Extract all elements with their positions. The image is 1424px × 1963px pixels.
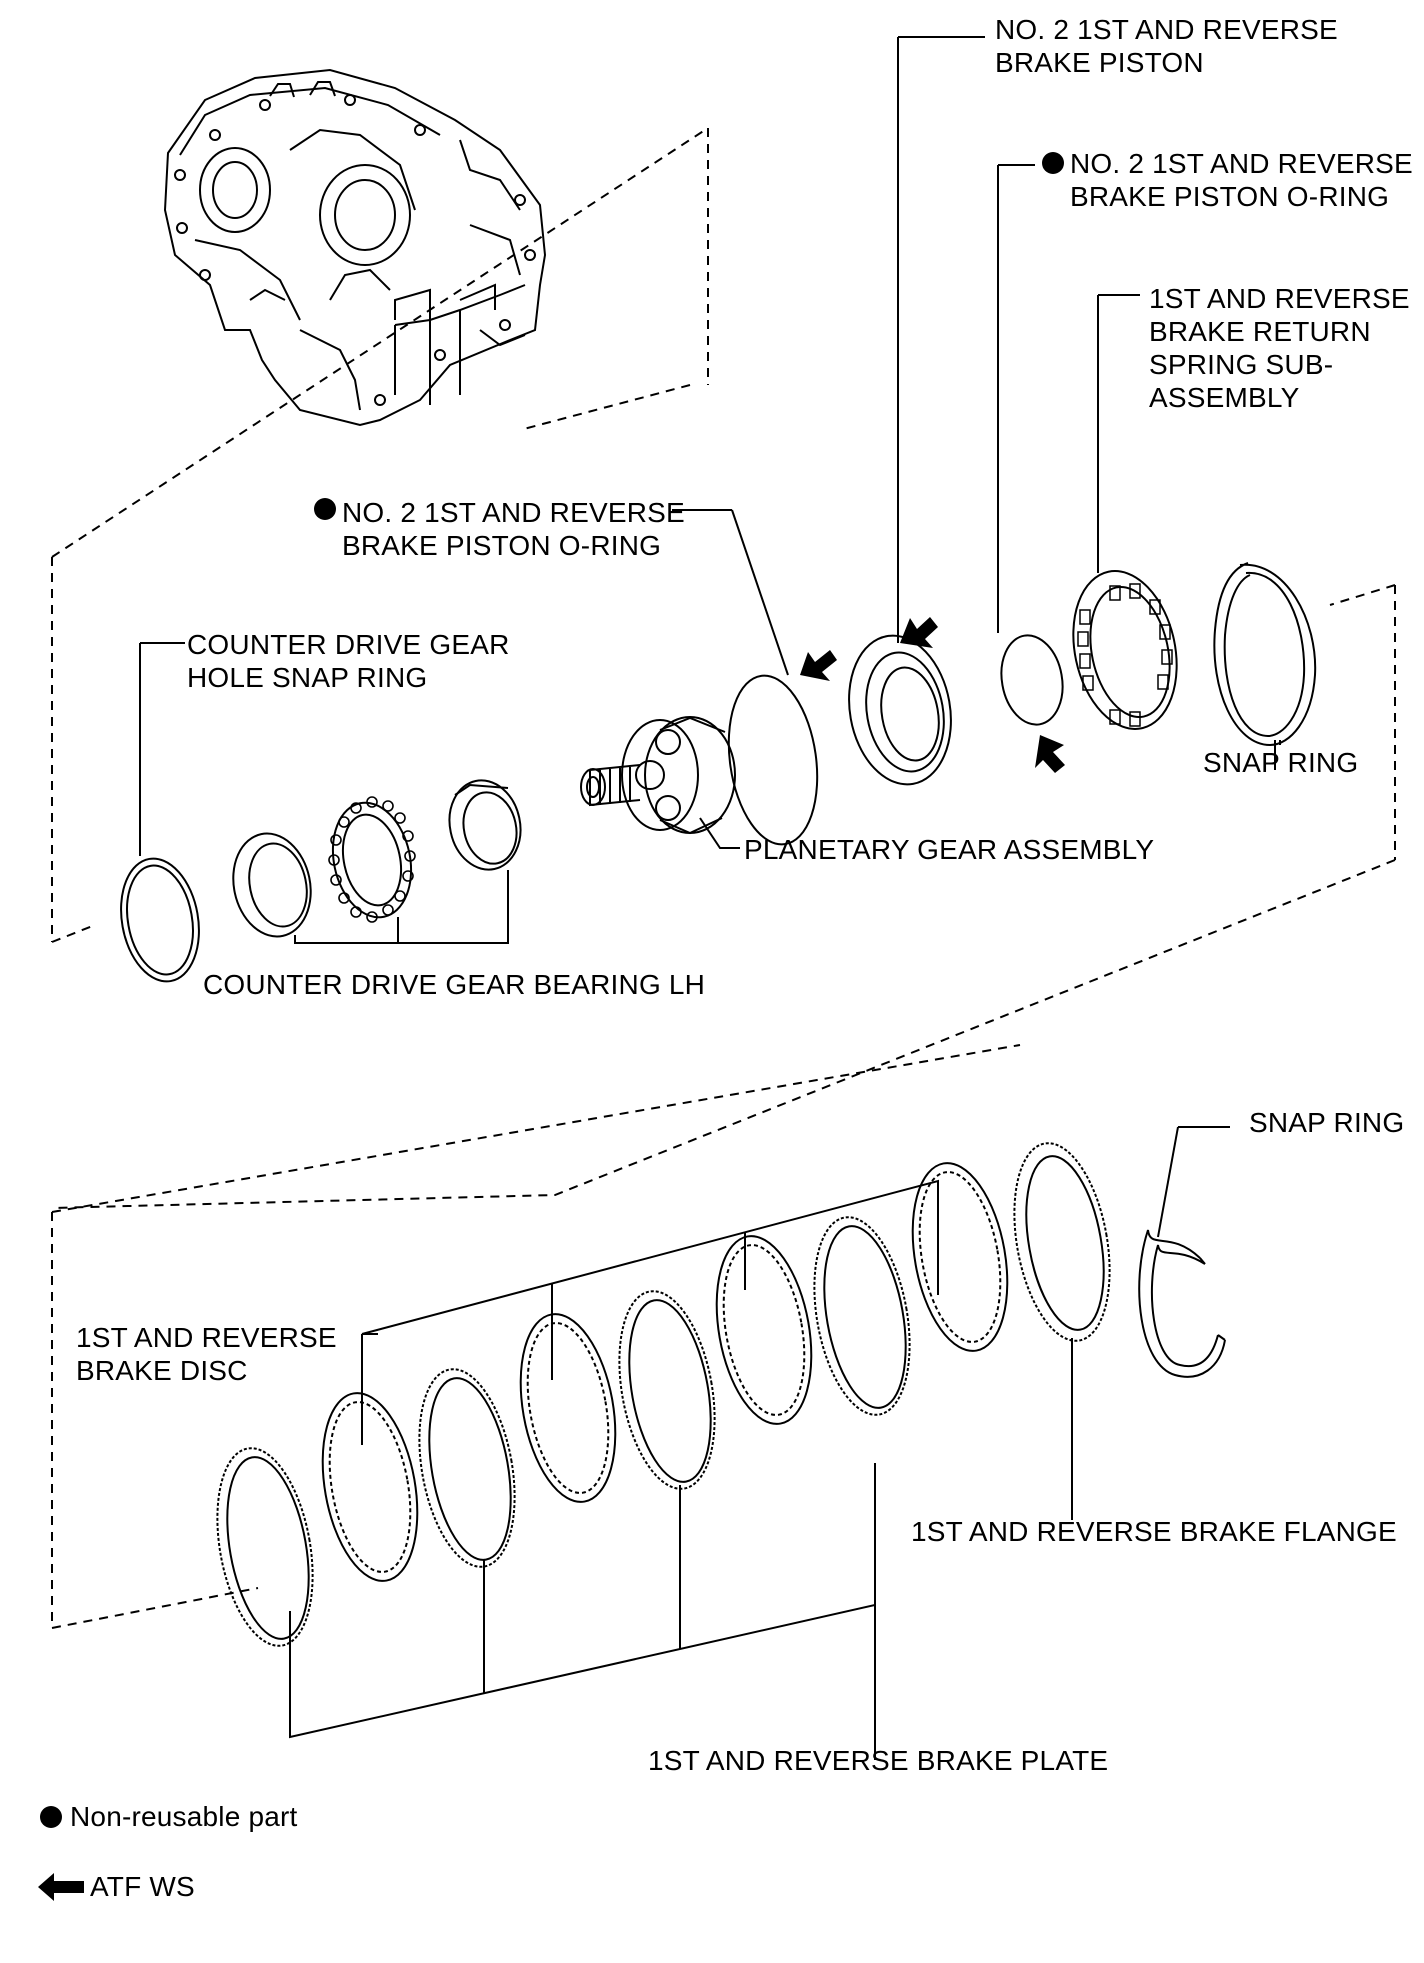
- label-snap-ring-upper: SNAP RING: [1203, 747, 1359, 778]
- brake-plate-2-drawing: [418, 1368, 516, 1568]
- atf-arrow-oring: [800, 650, 837, 681]
- legend-non-reusable-text: Non-reusable part: [70, 1801, 298, 1832]
- brake-plate-4-drawing: [813, 1216, 911, 1416]
- no2-brake-piston-drawing: [848, 634, 952, 786]
- return-spring-sub-assembly-drawing: [1072, 570, 1178, 730]
- legend-atf-text: ATF WS: [90, 1871, 195, 1902]
- brake-plate-1-drawing: [216, 1447, 314, 1647]
- label-brake-plate: 1ST AND REVERSE BRAKE PLATE: [648, 1745, 1109, 1776]
- brake-disc-1-drawing: [321, 1392, 419, 1582]
- non-reusable-marker: [314, 498, 336, 520]
- brake-plate-3-drawing: [618, 1290, 716, 1490]
- label-planetary-gear-assembly: PLANETARY GEAR ASSEMBLY: [744, 834, 1155, 865]
- atf-arrow-oring-small: [1035, 735, 1065, 773]
- snap-ring-upper-drawing: [1213, 562, 1317, 747]
- label-brake-flange: 1ST AND REVERSE BRAKE FLANGE: [911, 1516, 1397, 1547]
- no2-piston-o-ring-inner-drawing: [1000, 634, 1064, 726]
- transaxle-case-illustration: [163, 68, 547, 427]
- bearing-cage-drawing: [328, 796, 416, 923]
- no2-piston-o-ring-outer-drawing: [727, 674, 819, 846]
- legend-non-reusable-icon: [40, 1806, 62, 1828]
- brake-disc-4-drawing: [911, 1162, 1009, 1352]
- bearing-race-outer-drawing: [232, 832, 312, 938]
- arrow-left-icon: [38, 1873, 84, 1901]
- brake-disc-2-drawing: [519, 1313, 617, 1503]
- atf-arrow-piston: [900, 617, 938, 648]
- brake-flange-drawing: [1013, 1142, 1111, 1342]
- brake-disc-3-drawing: [715, 1235, 813, 1425]
- counter-drive-gear-hole-snap-ring-drawing: [120, 857, 200, 983]
- non-reusable-marker: [1042, 152, 1064, 174]
- bearing-race-inner-drawing: [448, 779, 522, 871]
- planetary-gear-assembly-drawing: [580, 716, 736, 835]
- label-snap-ring-lower: SNAP RING: [1249, 1107, 1405, 1138]
- snap-ring-lower-drawing: [1138, 1229, 1226, 1378]
- label-counter-drive-gear-bearing-lh: COUNTER DRIVE GEAR BEARING LH: [203, 969, 706, 1000]
